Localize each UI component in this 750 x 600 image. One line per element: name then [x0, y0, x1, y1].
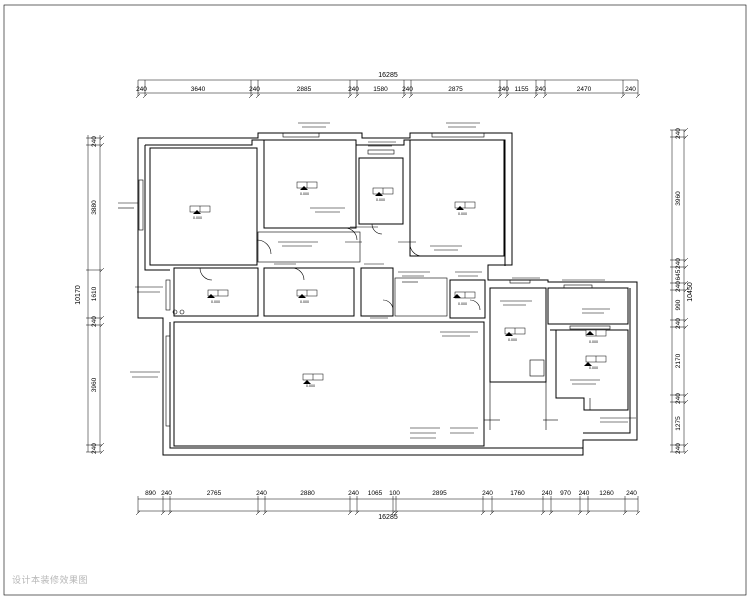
left-dimension-label: 240 — [91, 316, 98, 327]
top-dimension-label: 2885 — [297, 86, 312, 93]
right-dimension-label: 240 — [675, 281, 682, 292]
room-tag-bath-1: 0.000 — [372, 187, 394, 202]
right-dimension-label: 240 — [675, 393, 682, 404]
bottom-dimension-label: 970 — [560, 490, 571, 497]
room-elevation-text: 0.000 — [193, 216, 202, 220]
room-tag-utility: 0.000 — [585, 329, 607, 344]
walls — [137, 132, 638, 456]
room-elevation-text: 0.000 — [300, 192, 309, 196]
room-tag-hall: 0.000 — [454, 291, 476, 306]
top-dimension-label: 240 — [535, 86, 546, 93]
top-total-dimension: 16285 — [378, 72, 398, 79]
bottom-dimension-label: 240 — [626, 490, 637, 497]
top-dimension-label: 2470 — [577, 86, 592, 93]
bottom-dimension-label: 240 — [482, 490, 493, 497]
room-elevation-text: 0.000 — [589, 366, 598, 370]
watermark: 设计本装修效果图 — [12, 575, 89, 585]
top-dimension-label: 1155 — [515, 86, 529, 93]
sheet-border — [3, 4, 747, 596]
left-dimension-label: 1610 — [91, 286, 98, 301]
left-dimension-label: 240 — [91, 443, 98, 454]
left-dimension-label: 3880 — [91, 200, 98, 215]
left-dimension-chain: 240 3880 1610 240 3960 240 10170 — [75, 135, 105, 455]
annotation-marks — [118, 122, 636, 439]
left-dimension-label: 3960 — [91, 377, 98, 392]
bottom-dimension-label: 240 — [348, 490, 359, 497]
right-dimension-label: 3960 — [675, 191, 682, 206]
right-dimension-label: 2170 — [675, 353, 682, 368]
elevation-markers — [193, 186, 594, 384]
top-dimension-label: 240 — [625, 86, 636, 93]
bottom-dimension-label: 240 — [579, 490, 590, 497]
room-tag-bedroom-1: 0.000 — [189, 205, 211, 220]
bottom-total-dimension: 16285 — [378, 514, 398, 521]
room-elevation-text: 0.000 — [306, 384, 315, 388]
doors — [172, 223, 481, 315]
right-dimension-label: 240 — [675, 258, 682, 269]
top-dimension-label: 240 — [348, 86, 359, 93]
top-dimension-label: 240 — [136, 86, 147, 93]
top-dimension-label: 240 — [249, 86, 260, 93]
windows — [138, 132, 611, 427]
top-dimension-label: 1580 — [373, 86, 388, 93]
bottom-dimension-label: 240 — [161, 490, 172, 497]
top-dimension-label: 240 — [498, 86, 509, 93]
right-dimension-label: 645 — [675, 269, 682, 280]
left-total-dimension: 10170 — [75, 285, 82, 305]
bottom-dimension-label: 1065 — [368, 490, 383, 497]
bottom-dimension-label: 240 — [256, 490, 267, 497]
right-total-dimension: 10450 — [687, 282, 694, 302]
room-tag-corridor: 0.000 — [207, 289, 229, 304]
top-dimension-chain: 16285 240 3640 240 2885 240 1580 240 2875 240 115… — [135, 72, 641, 99]
room-tags: 0.000 0.000 0.000 0.000 0.000 0.000 0.000 0.000… — [189, 181, 607, 388]
bottom-dimension-label: 2895 — [432, 490, 447, 497]
bottom-dimension-label: 890 — [145, 490, 156, 497]
top-dimension-label: 240 — [402, 86, 413, 93]
room-elevation-text: 0.000 — [458, 212, 467, 216]
room-elevation-text: 0.000 — [589, 340, 598, 344]
right-dimension-label: 1275 — [675, 416, 682, 431]
room-tag-living: 0.000 — [302, 373, 324, 388]
room-elevation-text: 0.000 — [458, 302, 467, 306]
right-dimension-label: 240 — [675, 318, 682, 329]
room-tag-bedroom-3: 0.000 — [454, 201, 476, 216]
bottom-dimension-label: 240 — [542, 490, 553, 497]
right-dimension-label: 990 — [675, 299, 682, 310]
right-dimension-label: 240 — [675, 128, 682, 139]
room-tag-balcony: 0.000 — [585, 355, 607, 370]
top-dimension-label: 2875 — [448, 86, 463, 93]
room-elevation-text: 0.000 — [376, 198, 385, 202]
bottom-dimension-label: 2765 — [207, 490, 222, 497]
left-dimension-label: 240 — [91, 136, 98, 147]
right-dimension-label: 240 — [675, 443, 682, 454]
room-elevation-text: 0.000 — [508, 338, 517, 342]
top-dimension-label: 3640 — [191, 86, 206, 93]
bottom-dimension-label: 1260 — [599, 490, 614, 497]
room-elevation-text: 0.000 — [300, 300, 309, 304]
room-tag-closet: 0.000 — [296, 289, 318, 304]
bottom-dimension-chain: 890 240 2765 240 2880 240 1065 100 2895 240 1760 24… — [135, 490, 641, 521]
bottom-dimension-label: 2880 — [300, 490, 315, 497]
room-tag-bedroom-2: 0.000 — [296, 181, 318, 196]
bottom-dimension-label: 100 — [389, 490, 400, 497]
room-elevation-text: 0.000 — [211, 300, 220, 304]
bottom-dimension-label: 1760 — [510, 490, 525, 497]
room-tag-kitchen: 0.000 — [504, 327, 526, 342]
